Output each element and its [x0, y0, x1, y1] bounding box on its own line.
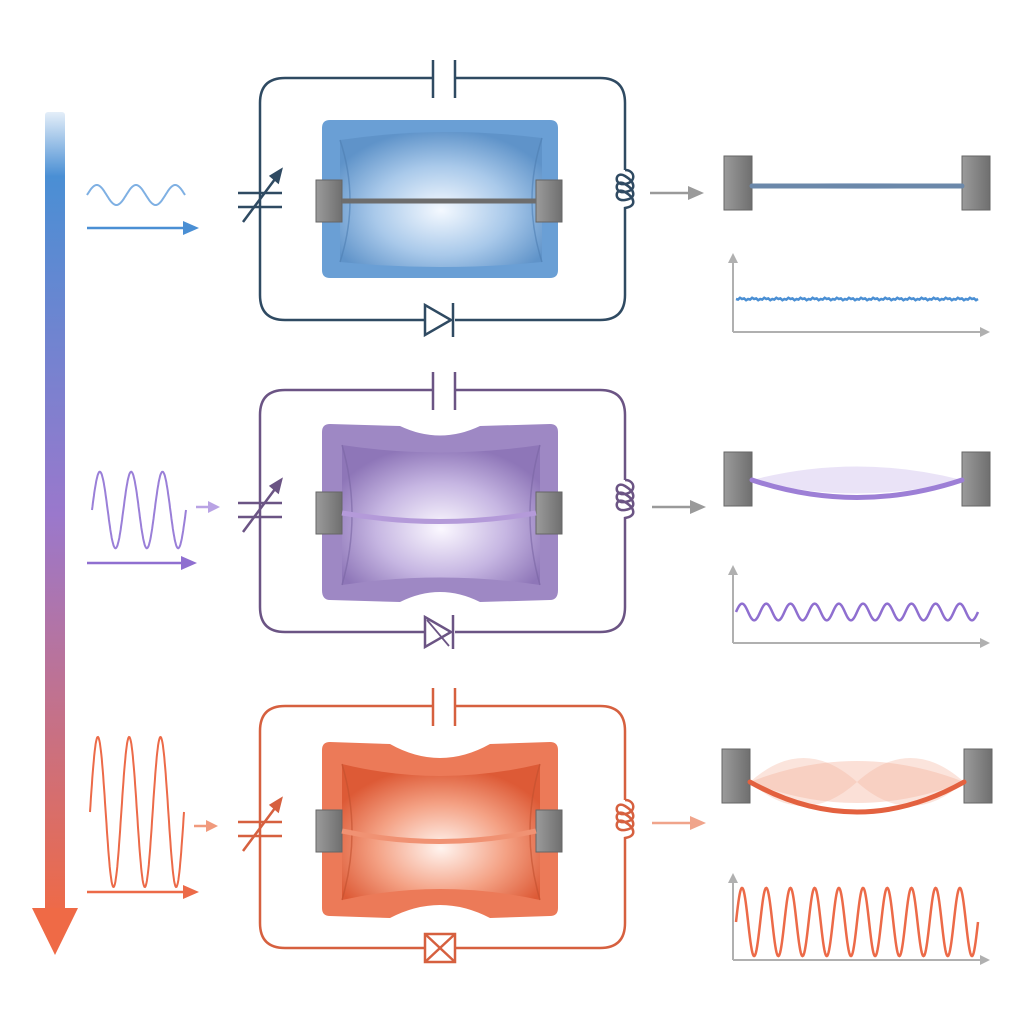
stage-high	[87, 688, 993, 965]
diode-medium	[423, 614, 455, 650]
string-high	[721, 748, 993, 815]
diode-high	[423, 932, 457, 964]
inductor-medium	[615, 478, 635, 538]
gray-arrow-low	[650, 186, 704, 200]
gray-arrow-high	[652, 816, 706, 830]
output-plot-medium	[728, 565, 990, 648]
string-medium	[723, 451, 991, 507]
varactor-medium	[238, 477, 283, 533]
circuit-medium	[258, 372, 627, 634]
string-low	[723, 155, 991, 211]
input-arrow-high	[87, 885, 199, 899]
output-signal-low	[735, 296, 979, 302]
intensity-gradient-arrow	[32, 112, 78, 955]
input-arrow-medium	[87, 556, 197, 570]
cavity-medium	[315, 424, 563, 602]
output-signal-medium	[734, 602, 980, 622]
drive-arrow-high	[194, 820, 218, 832]
input-wave-low	[86, 184, 186, 206]
cavity-low	[315, 120, 563, 278]
input-wave-high	[89, 735, 185, 889]
inductor-low	[615, 168, 635, 230]
stage-low	[86, 60, 991, 338]
gray-arrow-medium	[652, 500, 706, 514]
output-plot-high	[728, 873, 990, 965]
circuit-low	[258, 60, 627, 322]
input-wave-medium	[91, 470, 187, 550]
output-signal-high	[734, 886, 980, 958]
varactor-high	[238, 796, 283, 852]
inductor-high	[615, 798, 635, 856]
stage-medium	[87, 372, 991, 650]
output-plot-low	[728, 253, 990, 337]
diode-low	[423, 302, 455, 338]
varactor-low	[238, 167, 283, 223]
cavity-high	[315, 742, 563, 918]
input-arrow-low	[87, 221, 199, 235]
drive-arrow-medium	[196, 501, 220, 513]
